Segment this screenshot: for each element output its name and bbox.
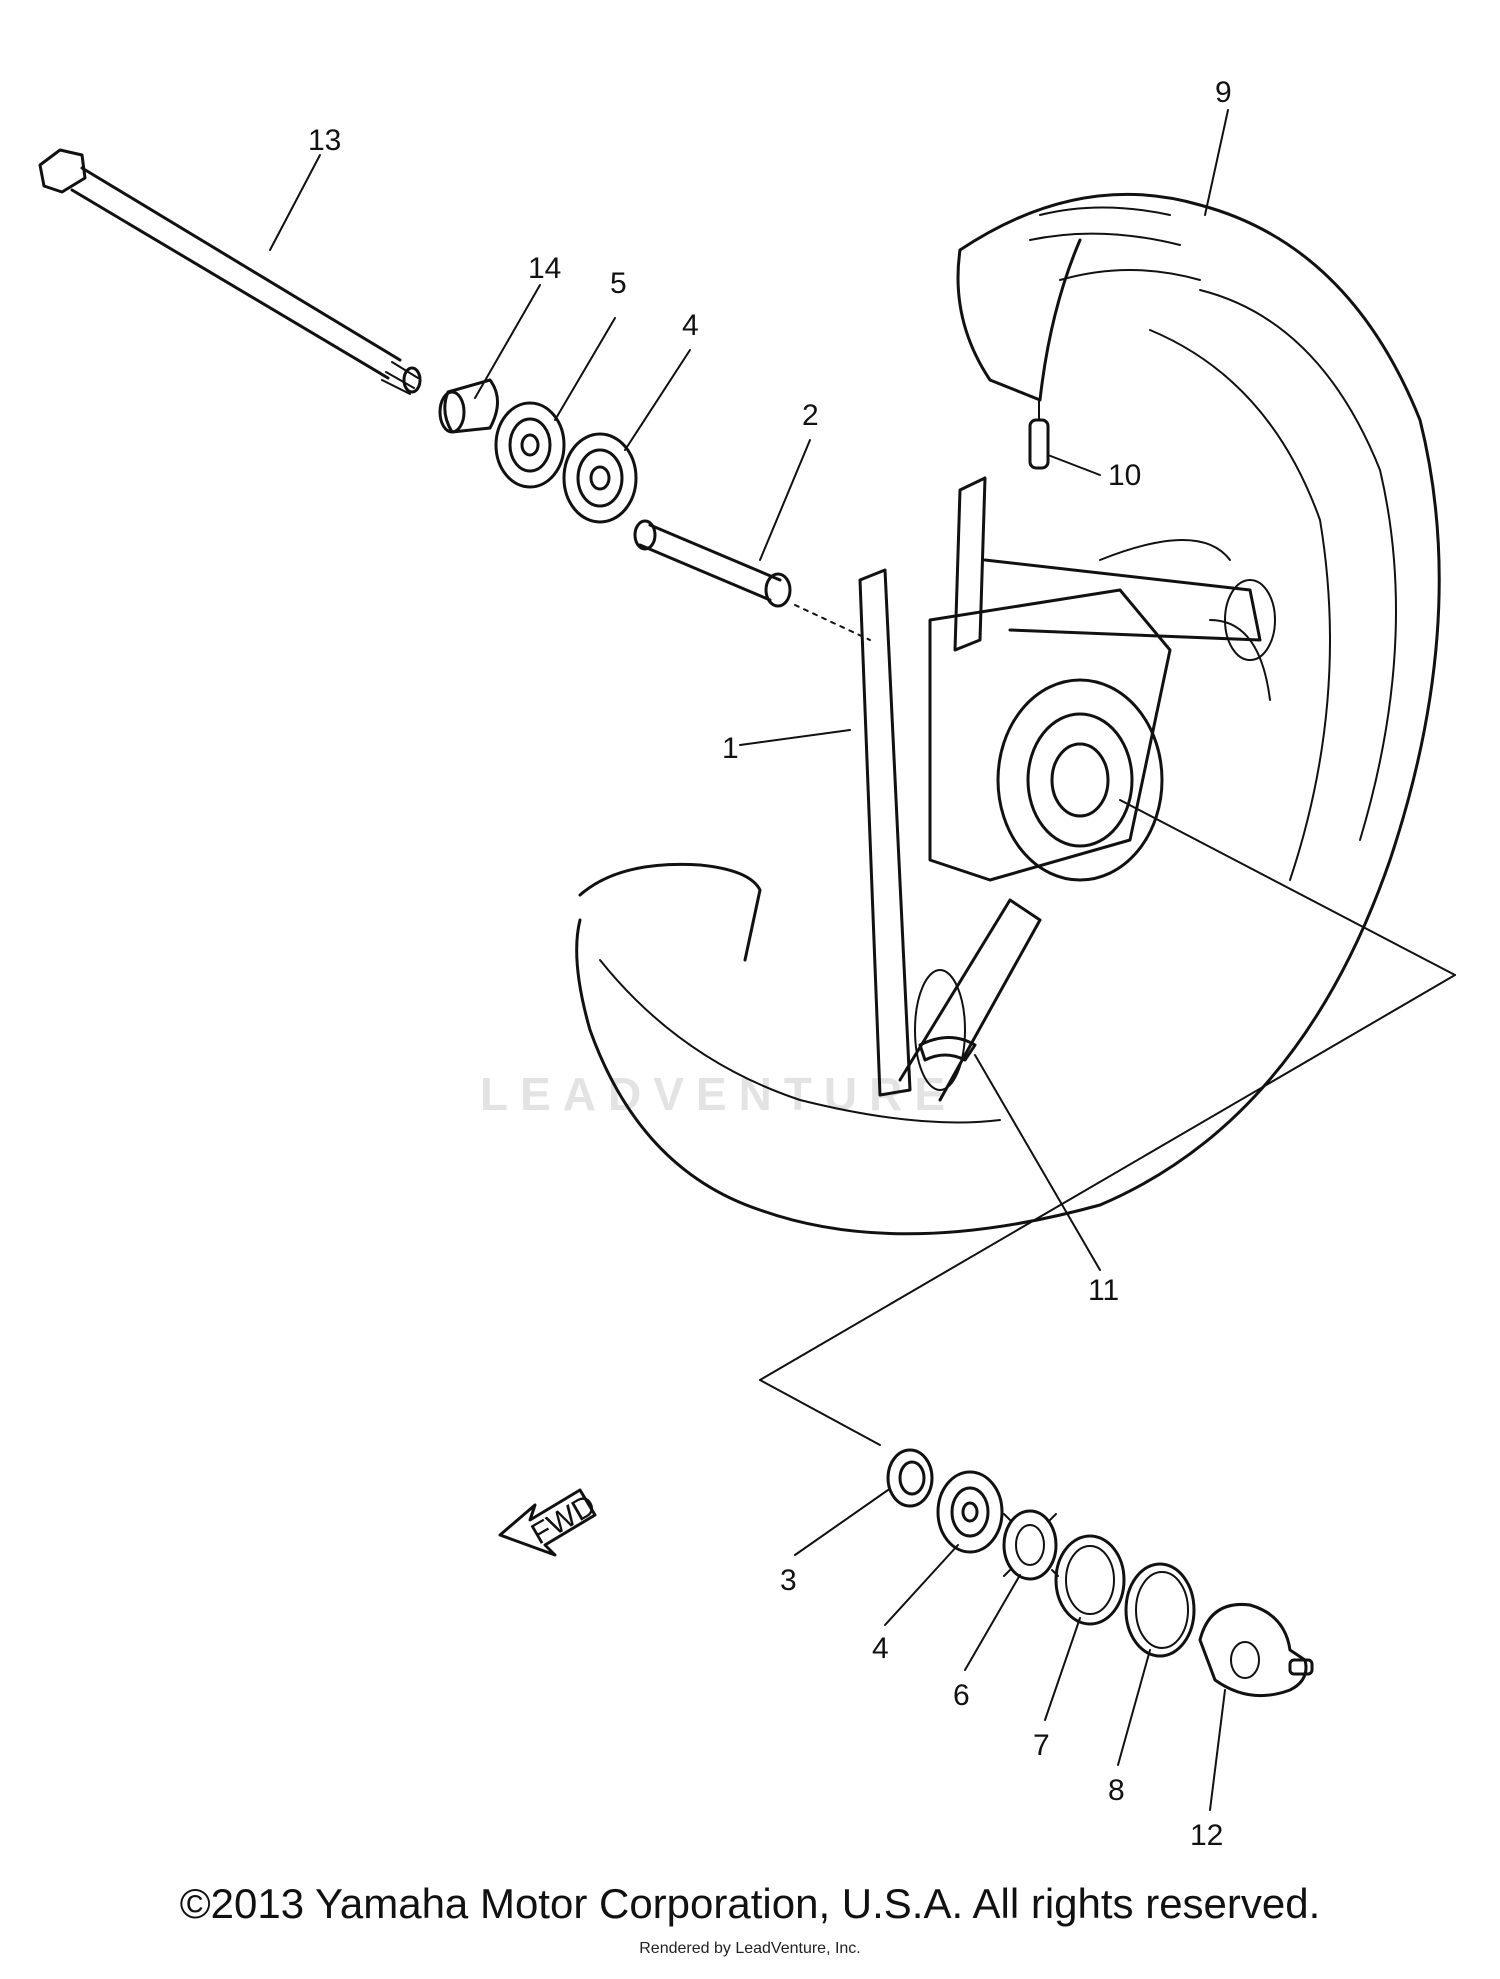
label-4-lower: 4	[872, 1632, 889, 1665]
label-8: 8	[1108, 1774, 1125, 1807]
wheel-hub-part-1	[858, 476, 1276, 1102]
label-11: 11	[1088, 1274, 1119, 1307]
forward-direction-arrow: FWD	[498, 1488, 602, 1557]
bearing-part-4-lower	[936, 1470, 1004, 1554]
fwd-text: FWD	[526, 1488, 602, 1551]
gear-unit-part-12	[1198, 1602, 1314, 1698]
label-12: 12	[1190, 1819, 1223, 1852]
tire-part-9	[575, 192, 1441, 1236]
label-1: 1	[722, 732, 739, 765]
label-4-upper: 4	[682, 309, 699, 342]
collar-part-2	[633, 519, 871, 641]
label-5: 5	[610, 267, 627, 300]
oil-seal-part-3	[886, 1448, 934, 1508]
group-bracket-lines	[759, 799, 1456, 1446]
label-9: 9	[1215, 76, 1232, 109]
bearing-part-5	[494, 401, 566, 489]
label-7: 7	[1033, 1729, 1050, 1762]
oil-seal-part-7	[1054, 1534, 1126, 1626]
label-13: 13	[308, 124, 341, 157]
valve-part-10	[1028, 399, 1050, 470]
leader-lines	[269, 109, 1229, 1811]
bearing-part-4-upper	[562, 432, 638, 524]
part-number-labels: 13 14 5 4 2 9 10 1 11 3 4 6 7 8 12	[308, 76, 1232, 1852]
gear-part-6	[1002, 1509, 1059, 1581]
label-14: 14	[528, 252, 561, 285]
label-2: 2	[802, 399, 819, 432]
label-10: 10	[1108, 459, 1141, 492]
rendered-by-notice: Rendered by LeadVenture, Inc.	[639, 1940, 861, 1957]
spacer-part-14	[438, 378, 499, 434]
label-6: 6	[953, 1679, 970, 1712]
axle-part-13	[38, 148, 422, 395]
balance-weight-part-11	[918, 1036, 977, 1062]
watermark: LEADVENTURE	[480, 1068, 957, 1120]
copyright-notice: ©2013 Yamaha Motor Corporation, U.S.A. A…	[179, 1880, 1321, 1927]
ring-part-8	[1124, 1562, 1196, 1658]
label-3: 3	[780, 1564, 797, 1597]
